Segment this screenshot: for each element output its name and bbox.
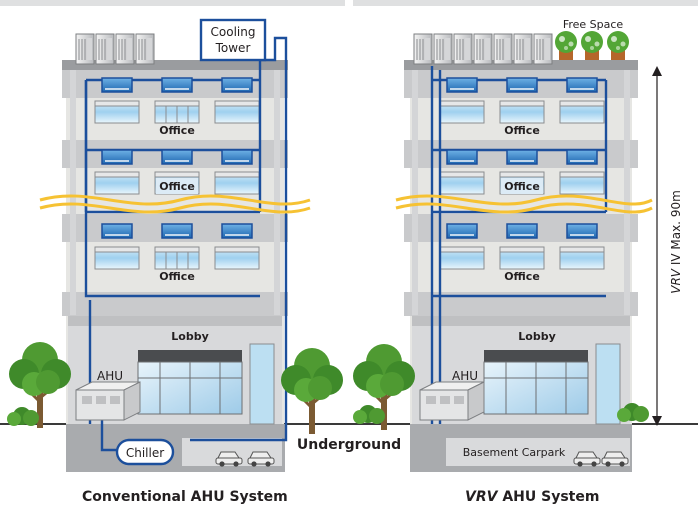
outdoor-unit-icon <box>76 34 94 64</box>
bush-icon <box>7 407 39 426</box>
office-label: Office <box>504 180 540 193</box>
height-arrow: VRV IV Max. 90m <box>652 66 683 426</box>
outdoor-unit-icon <box>514 34 532 64</box>
outdoor-unit-icon <box>414 34 432 64</box>
underground-label: Underground <box>297 437 401 453</box>
office-label: Office <box>504 270 540 283</box>
ahu-label: AHU <box>97 369 123 383</box>
indoor-unit-icon <box>507 78 537 92</box>
outdoor-unit-icon <box>534 34 552 64</box>
outdoor-unit-icon <box>116 34 134 64</box>
indoor-unit-icon <box>507 224 537 238</box>
indoor-unit-icon <box>162 150 192 164</box>
cooling-tower-box: Cooling Tower <box>201 20 265 60</box>
office-label: Office <box>159 124 195 137</box>
outdoor-unit-icon <box>494 34 512 64</box>
indoor-unit-icon <box>447 224 477 238</box>
indoor-unit-icon <box>222 224 252 238</box>
height-label: VRV IV Max. 90m <box>669 190 683 294</box>
indoor-unit-icon <box>447 78 477 92</box>
left-caption: Conventional AHU System <box>82 489 288 505</box>
bush-icon <box>353 405 385 424</box>
right-caption: VRV AHU System <box>465 489 599 505</box>
chiller-label: Chiller <box>126 446 164 460</box>
indoor-unit-icon <box>162 78 192 92</box>
outdoor-unit-icon <box>96 34 114 64</box>
office-label: Office <box>504 124 540 137</box>
indoor-unit-icon <box>102 78 132 92</box>
office-label: Office <box>159 180 195 193</box>
indoor-unit-icon <box>222 150 252 164</box>
outdoor-unit-icon <box>454 34 472 64</box>
free-space-label: Free Space <box>563 18 624 31</box>
lobby-label: Lobby <box>171 330 209 343</box>
potted-tree-icon <box>581 31 603 60</box>
outdoor-unit-icon <box>136 34 154 64</box>
potted-tree-icon <box>555 31 577 60</box>
indoor-unit-icon <box>222 78 252 92</box>
outdoor-unit-icon <box>434 34 452 64</box>
indoor-unit-icon <box>102 150 132 164</box>
indoor-unit-icon <box>567 78 597 92</box>
indoor-unit-icon <box>162 224 192 238</box>
basement-carpark-box: Basement Carpark <box>450 442 574 462</box>
indoor-unit-icon <box>507 150 537 164</box>
right-caption-rest: AHU System <box>497 489 599 505</box>
lobby-label: Lobby <box>518 330 556 343</box>
tree-icon <box>281 348 343 434</box>
header-bar-right <box>353 0 698 6</box>
indoor-unit-icon <box>567 224 597 238</box>
cooling-tower-label: Tower <box>215 41 251 55</box>
indoor-unit-icon <box>447 150 477 164</box>
potted-tree-icon <box>607 31 629 60</box>
cooling-tower-label: Cooling <box>211 25 256 39</box>
header-bar-left <box>0 0 345 6</box>
outdoor-unit-icon <box>474 34 492 64</box>
chiller-box: Chiller <box>117 440 173 464</box>
office-label: Office <box>159 270 195 283</box>
right-caption-italic: VRV <box>465 489 497 505</box>
basement-carpark-label: Basement Carpark <box>463 446 566 459</box>
ahu-label: AHU <box>452 369 478 383</box>
indoor-unit-icon <box>102 224 132 238</box>
indoor-unit-icon <box>567 150 597 164</box>
